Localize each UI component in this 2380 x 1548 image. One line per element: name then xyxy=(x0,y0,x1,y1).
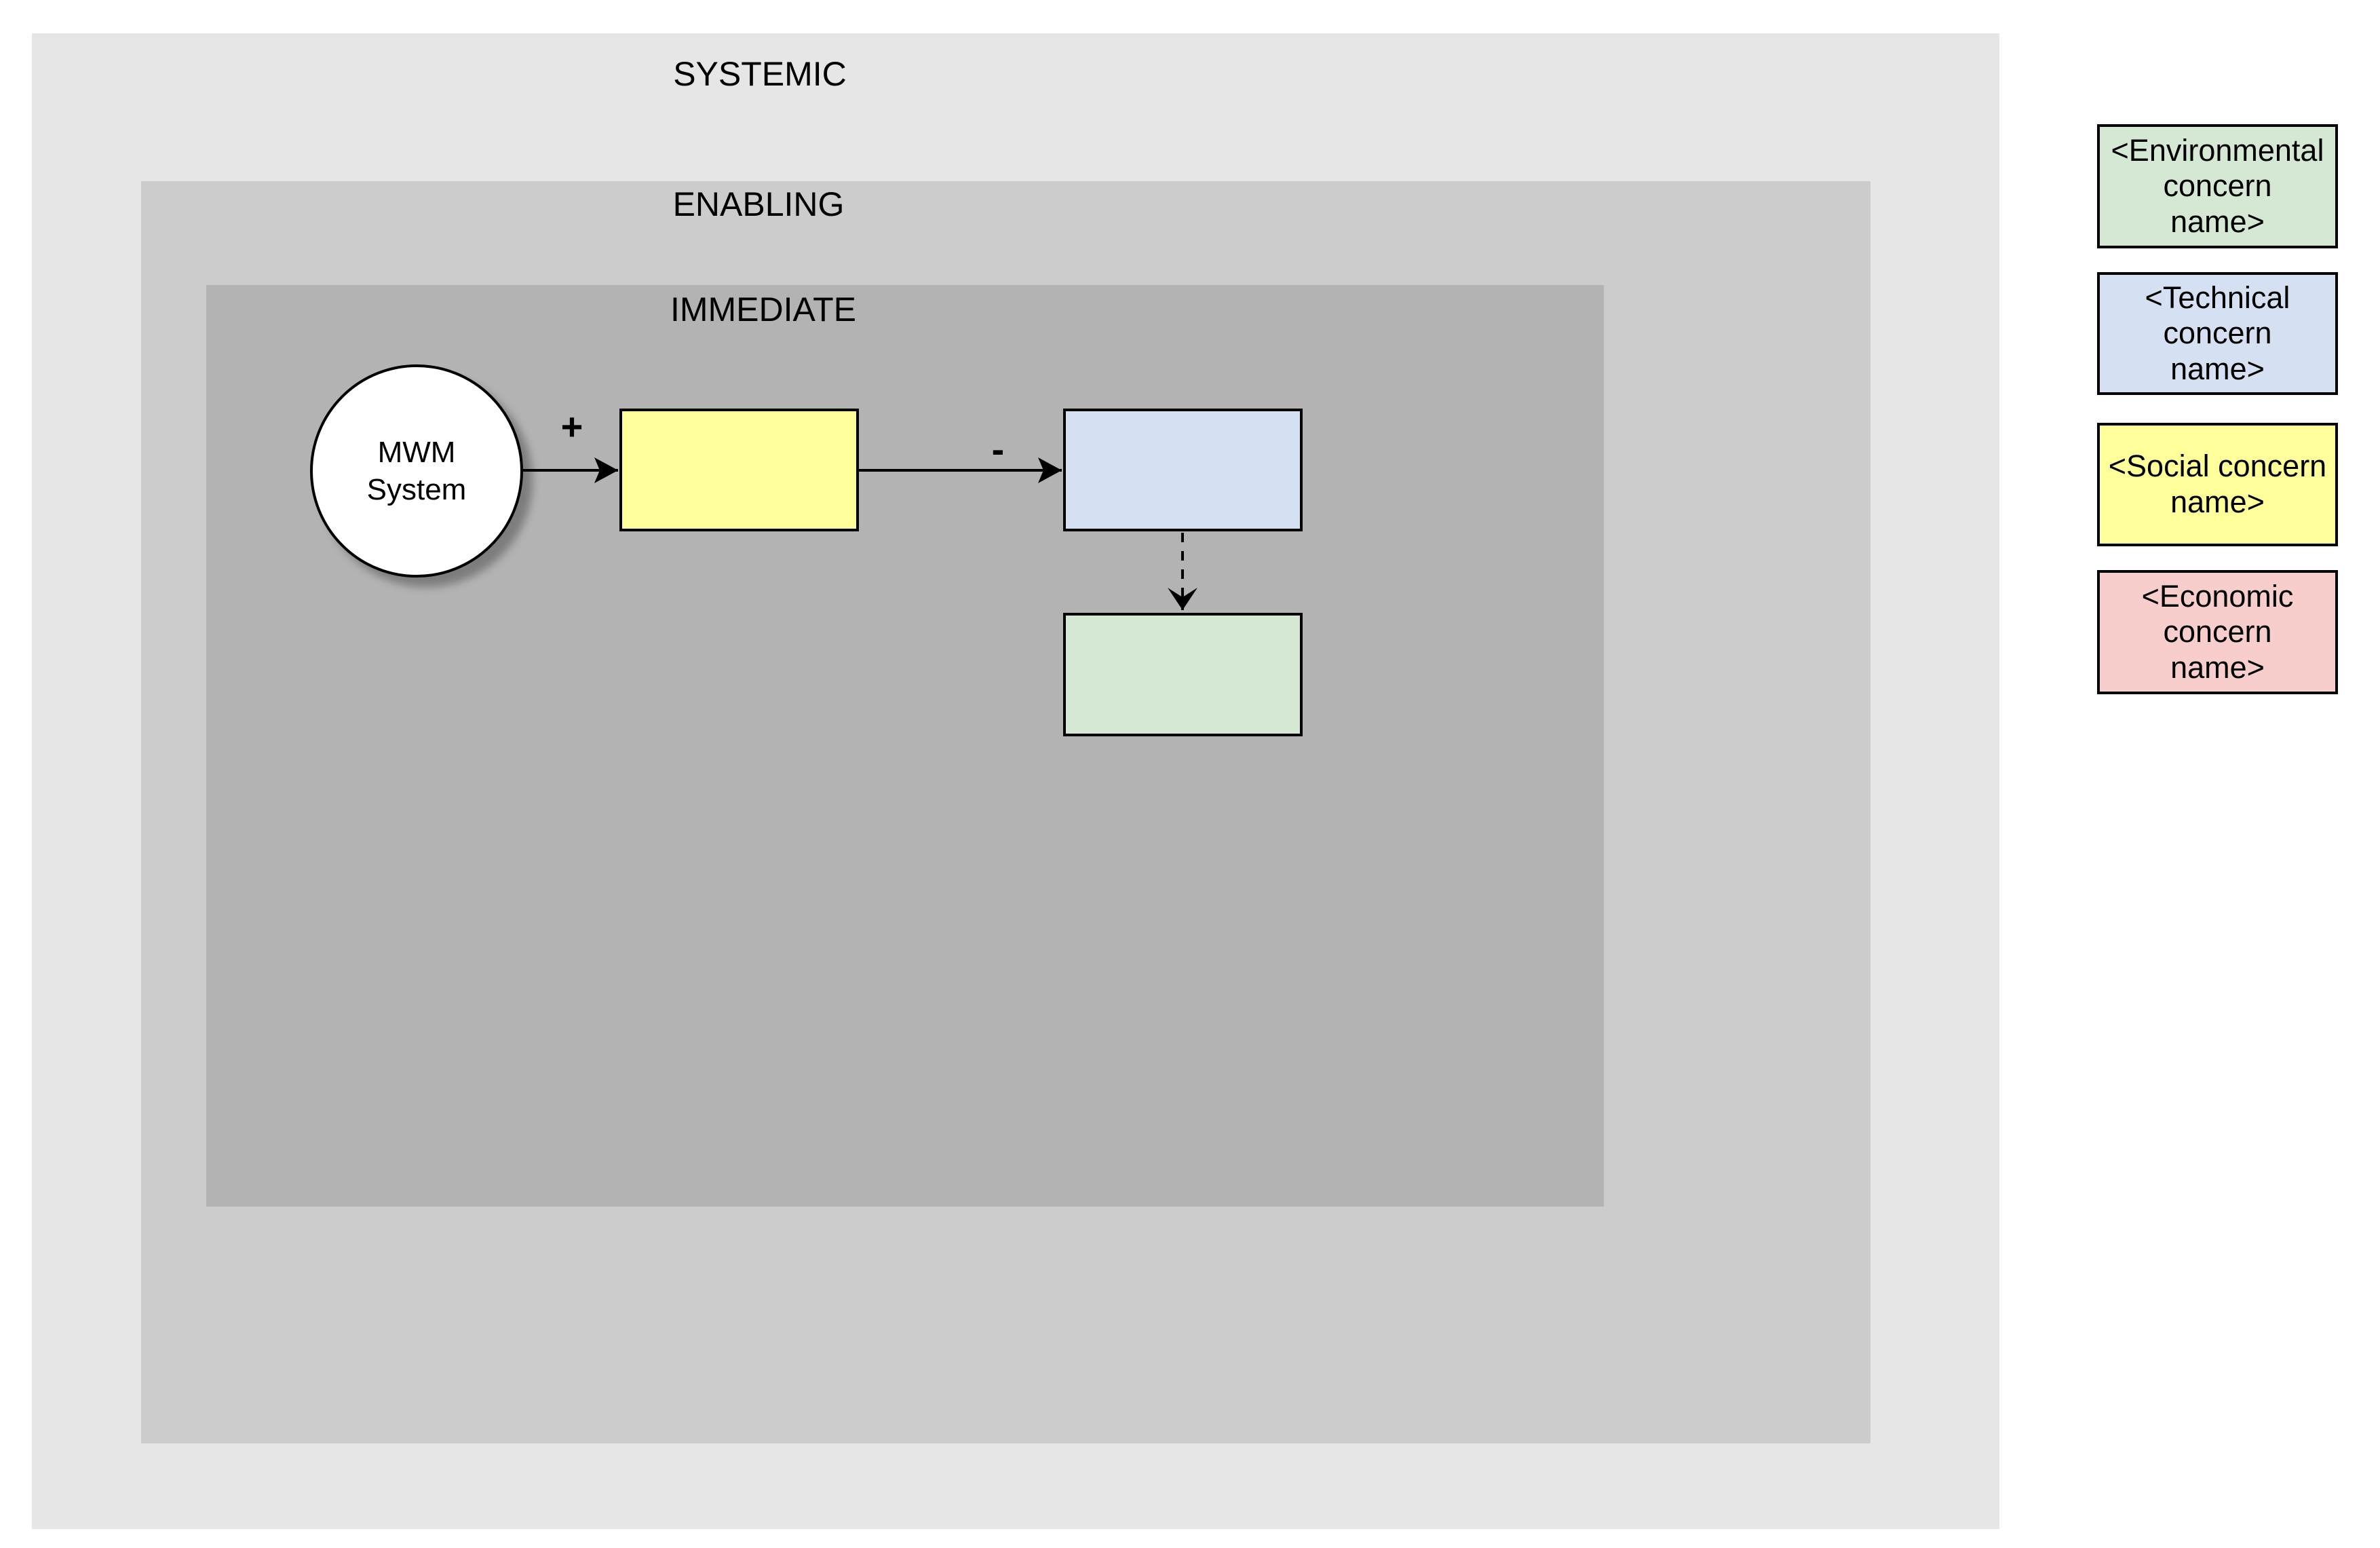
systemic-frame-label: SYSTEMIC xyxy=(673,55,847,93)
legend-item-technical-label: <Technical concern name> xyxy=(2145,280,2290,386)
legend-item-environmental: <Environmental concern name> xyxy=(2097,124,2338,248)
enabling-frame-label: ENABLING xyxy=(672,185,845,223)
legend-item-social-label: <Social concern name> xyxy=(2108,449,2327,519)
legend-item-economic: <Economic concern name> xyxy=(2097,570,2338,694)
mwm-system-node: MWM System xyxy=(310,364,523,578)
social-concern-node xyxy=(619,409,859,531)
edge-sign-minus: - xyxy=(991,428,1005,470)
legend-item-economic-label: <Economic concern name> xyxy=(2141,578,2294,685)
legend-item-environmental-label: <Environmental concern name> xyxy=(2111,132,2324,239)
technical-concern-node xyxy=(1063,409,1303,531)
legend-item-social: <Social concern name> xyxy=(2097,423,2338,546)
immediate-frame-label: IMMEDIATE xyxy=(670,290,857,328)
mwm-system-node-label: MWM System xyxy=(366,436,467,506)
legend-item-technical: <Technical concern name> xyxy=(2097,272,2338,395)
edge-sign-plus: + xyxy=(560,405,583,448)
environmental-concern-node xyxy=(1063,613,1303,736)
